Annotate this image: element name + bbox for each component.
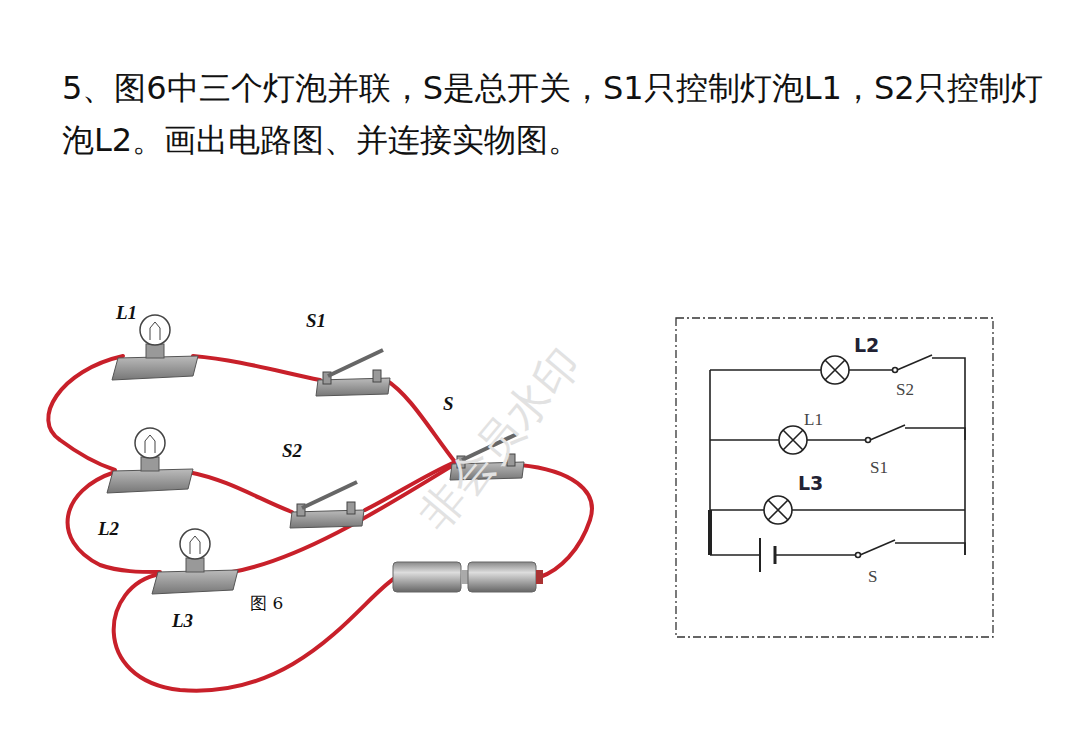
component-label: L2 (854, 334, 879, 356)
component-label: L2 (98, 518, 119, 540)
figure-number: 图 6 (250, 592, 283, 615)
component-label: S2 (896, 380, 914, 400)
component-label: L1 (804, 410, 823, 430)
question-title: 5、图6中三个灯泡并联，S是总开关，S1只控制灯泡L1，S2只控制灯泡L2。画出… (62, 62, 1052, 166)
component-label: S1 (306, 310, 326, 332)
bulb-lamps (107, 315, 238, 594)
component-label: L3 (798, 472, 823, 494)
schematic-lamps (764, 356, 849, 524)
component-label: S (443, 393, 454, 415)
battery (393, 562, 543, 592)
dashed-frame (676, 318, 993, 637)
component-label: L3 (172, 610, 193, 632)
component-label: S2 (282, 440, 302, 462)
watermark: 非会员水印 (407, 336, 594, 542)
schematic-wires (710, 355, 965, 572)
component-label: S (868, 567, 877, 587)
component-label: L1 (116, 302, 137, 324)
component-label: S1 (870, 458, 888, 478)
